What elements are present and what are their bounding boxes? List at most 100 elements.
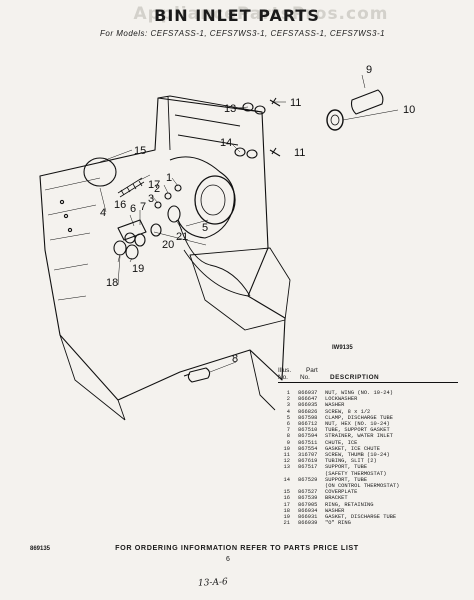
part-description: CHUTE, ICE — [325, 439, 358, 446]
callout-13: 13 — [224, 103, 236, 115]
callout-20: 20 — [162, 239, 174, 251]
callout-10: 10 — [403, 104, 415, 116]
wing-nut — [174, 184, 182, 192]
part-description: TUBING, SLIT (2) — [325, 458, 377, 465]
retaining-ring — [117, 177, 145, 198]
part-description: WASHER — [325, 402, 345, 409]
washer-18 — [113, 240, 127, 256]
part-description: (ON CONTROL THERMOSTAT) — [325, 483, 400, 490]
thumb-screw-upper — [269, 97, 281, 107]
part-description: TUBE, SUPPORT GASKET — [325, 427, 390, 434]
callout-17: 17 — [148, 179, 160, 191]
callout-16: 16 — [114, 199, 126, 211]
callout-19: 19 — [132, 263, 144, 275]
row-number: 17 — [283, 501, 290, 508]
table-row: (ON CONTROL THERMOSTAT) — [278, 483, 468, 489]
callout-18: 18 — [106, 277, 118, 289]
part-number: 866712 — [298, 421, 318, 428]
part-number: 866931 — [298, 514, 318, 521]
table-row: 21 866939 "O" RING — [278, 520, 468, 526]
model-list: For Models: CEFS7ASS-1, CEFS7WS3-1, CEFS… — [100, 29, 386, 38]
part-number: 867510 — [298, 427, 318, 434]
cabinet-wall — [39, 97, 286, 401]
row-number: 18 — [283, 507, 290, 514]
page-number: 6 — [226, 556, 230, 563]
tube-support-14a — [234, 147, 246, 157]
screw-b — [63, 213, 69, 219]
tube-support-14b — [246, 149, 258, 159]
part-number: 866939 — [298, 520, 318, 527]
drawing-code: IW9135 — [332, 345, 353, 351]
lockwasher — [164, 192, 172, 200]
ordering-note: FOR ORDERING INFORMATION REFER TO PARTS … — [115, 543, 359, 552]
row-number: 1 — [286, 390, 290, 396]
callout-7: 7 — [140, 201, 146, 213]
row-number: 19 — [283, 514, 290, 521]
callout-3: 3 — [148, 193, 154, 205]
header-illus: Illus. — [278, 367, 292, 374]
ice-chute — [350, 89, 384, 115]
discharge-gasket-small — [134, 233, 146, 247]
part-description: BRACKET — [325, 495, 348, 502]
part-description: COVERPLATE — [325, 489, 358, 496]
part-description: RING, RETAINING — [325, 501, 374, 508]
part-number: 866826 — [298, 408, 318, 415]
part-description: NUT, HEX (NO. 10-24) — [325, 421, 390, 428]
part-description: WASHER — [325, 507, 345, 514]
part-description: (SAFETY THERMOSTAT) — [325, 470, 387, 477]
part-number: 866934 — [298, 507, 318, 514]
row-number: 21 — [283, 520, 290, 527]
thumb-screw-lower — [269, 147, 281, 157]
tube-support-13a — [242, 102, 254, 112]
lower-shelf — [189, 247, 291, 331]
coverplate — [83, 157, 117, 187]
row-number: 13 — [283, 464, 290, 471]
row-number: 5 — [286, 414, 290, 421]
callout-6: 6 — [130, 203, 136, 215]
table-row: 19 866931 GASKET, DISCHARGE TUBE — [278, 514, 468, 520]
part-number: 867594 — [298, 433, 318, 440]
callout-15: 15 — [134, 145, 146, 157]
watermark: AppliancePartsPros.com — [133, 4, 389, 24]
part-number: 867619 — [298, 458, 318, 465]
wall-hatching — [44, 177, 101, 301]
part-description: LOCKWASHER — [325, 396, 358, 403]
row-number: 16 — [283, 495, 290, 502]
row-number: 9 — [286, 439, 290, 446]
header-part-no: No. — [300, 374, 310, 381]
screw-a — [59, 199, 65, 205]
part-description: SUPPORT, TUBE — [325, 476, 368, 483]
part-description: SCREW, THUMB (10-24) — [325, 452, 390, 459]
part-description: SUPPORT, TUBE — [325, 464, 368, 471]
washer — [154, 201, 162, 209]
callout-21: 21 — [176, 231, 188, 243]
discharge-clamp — [167, 205, 181, 223]
part-description: GASKET, DISCHARGE TUBE — [325, 514, 397, 521]
row-number: 2 — [286, 396, 290, 403]
handwritten-note: 13-A-6 — [197, 577, 229, 589]
callout-2: 2 — [154, 183, 160, 195]
support-gasket — [124, 232, 136, 244]
part-number: 867517 — [298, 464, 318, 471]
part-description: "O" RING — [325, 520, 351, 527]
housing-opening — [194, 175, 236, 225]
ice-chute-gasket-inner — [330, 114, 340, 126]
part-number: 867529 — [298, 476, 318, 483]
gasket-19 — [125, 244, 139, 260]
housing-opening-inner — [200, 184, 226, 216]
row-number: 8 — [286, 433, 290, 440]
row-number: 11 — [283, 452, 290, 459]
part-description: CLAMP, DISCHARGE TUBE — [325, 414, 393, 421]
bracket — [117, 219, 147, 241]
